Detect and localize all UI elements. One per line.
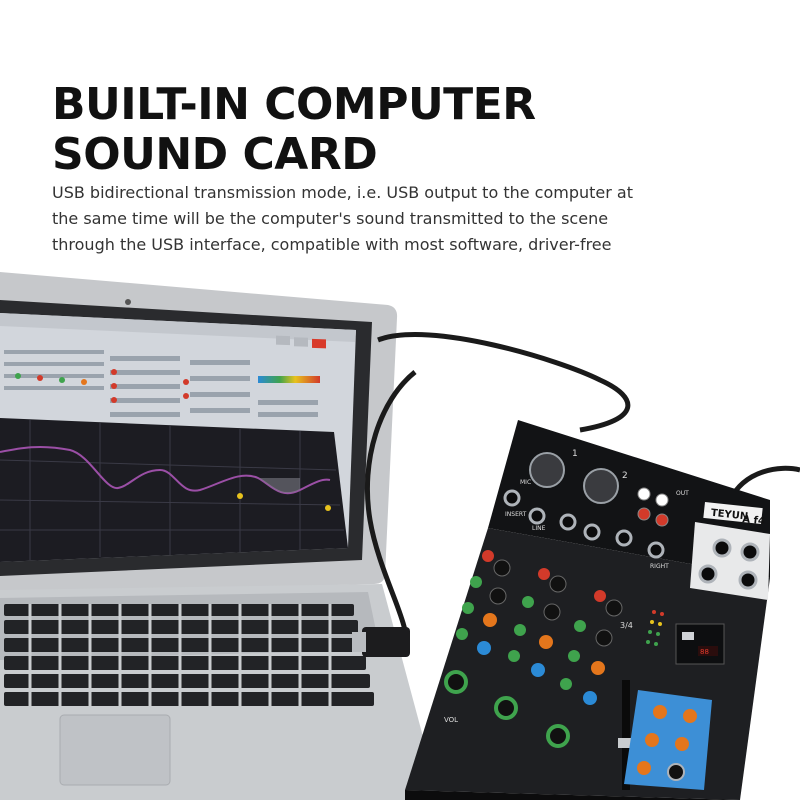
xlr-input-icon xyxy=(583,468,619,504)
rca-input-icon xyxy=(637,487,651,501)
window-maximize-icon xyxy=(294,337,308,347)
headline-line-2: SOUND CARD xyxy=(52,129,378,180)
keyboard-key-gaps xyxy=(28,604,332,706)
channel-knobs xyxy=(444,550,623,748)
usb-player-panel xyxy=(675,623,725,665)
insert-label: INSERT xyxy=(505,511,527,518)
jack-inputs xyxy=(503,489,665,559)
rca-output-icon xyxy=(655,513,669,527)
webcam-icon xyxy=(125,299,131,305)
main-fader-handle xyxy=(618,738,634,748)
usb-connector xyxy=(352,632,366,652)
xlr-input-icon xyxy=(529,452,565,488)
product-photo: TEYUN A f4 1 2 MIC INSERT LINE RIGHT OUT xyxy=(0,272,800,800)
brand-text: TEYUN xyxy=(710,508,748,523)
trackpad xyxy=(59,714,171,786)
rca-output-icon xyxy=(655,493,669,507)
software-control-rows xyxy=(4,350,318,417)
effects-knobs xyxy=(637,705,697,781)
mixer: TEYUN A f4 1 2 MIC INSERT LINE RIGHT OUT xyxy=(405,420,770,800)
description-line-1: USB bidirectional transmission mode, i.e… xyxy=(52,183,633,202)
color-spectrum-bar xyxy=(258,376,320,383)
rca-input-icon xyxy=(637,507,651,521)
headline: BUILT-IN COMPUTER SOUND CARD xyxy=(52,80,536,180)
vol-label: VOL xyxy=(444,716,458,724)
main-fader-track xyxy=(622,680,630,790)
usb-plug xyxy=(362,627,410,657)
description-line-2: the same time will be the computer's sou… xyxy=(52,209,609,228)
laptop xyxy=(0,272,440,800)
headline-line-1: BUILT-IN COMPUTER xyxy=(52,79,536,130)
out-label: OUT xyxy=(676,490,689,497)
right-label: RIGHT xyxy=(650,563,669,570)
usb-port-icon xyxy=(682,632,694,640)
description: USB bidirectional transmission mode, i.e… xyxy=(52,180,652,258)
brand-plate xyxy=(703,502,763,524)
eq-point xyxy=(325,505,331,511)
laptop-screen xyxy=(0,313,356,562)
model-text: A f4 xyxy=(742,514,766,527)
usb-display: 88 xyxy=(700,648,709,656)
eq-graph xyxy=(0,418,348,562)
eq-point xyxy=(237,493,243,499)
window-minimize-icon xyxy=(276,335,290,346)
software-indicators xyxy=(15,369,189,403)
channel-1-number: 1 xyxy=(572,449,578,459)
channel-2-number: 2 xyxy=(622,471,628,481)
line-label: LINE xyxy=(532,525,546,532)
window-close-icon xyxy=(312,338,326,349)
channel-3-4-number: 3/4 xyxy=(620,621,633,630)
output-panel xyxy=(690,522,770,600)
level-meter xyxy=(646,610,664,646)
description-line-3: through the USB interface, compatible wi… xyxy=(52,235,612,254)
mic-label: MIC xyxy=(520,479,531,486)
